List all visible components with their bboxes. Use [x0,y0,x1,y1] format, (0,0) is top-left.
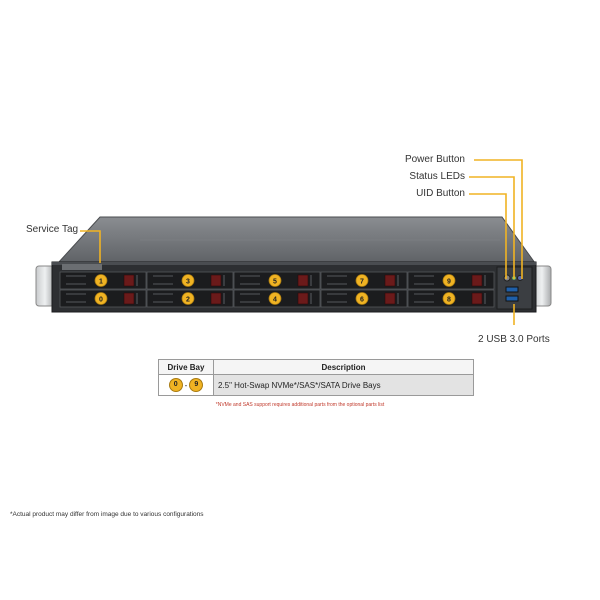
drive-bay[interactable]: 6 [320,289,408,308]
drive-release-latch[interactable] [210,292,222,305]
drive-release-latch[interactable] [471,292,483,305]
drive-bay-number-badge [181,274,195,287]
drive-bay[interactable]: 2 [146,289,234,308]
bay-range-separator: - [184,380,188,390]
drive-bay-table: Drive Bay Description 0-9 2.5" Hot-Swap … [158,359,474,396]
bay-badge-from: 0 [168,378,183,392]
control-panel [496,266,533,310]
table-header-bay: Drive Bay [158,359,214,375]
drive-bay-number-badge [355,274,369,287]
table-row: 0-9 2.5" Hot-Swap NVMe*/SAS*/SATA Drive … [158,374,474,396]
drive-release-latch[interactable] [123,292,135,305]
table-header-description: Description [213,359,474,375]
drive-release-latch[interactable] [297,292,309,305]
usb-port-icon[interactable] [505,295,519,302]
table-header-row: Drive Bay Description [158,359,474,375]
drive-bay[interactable]: 7 [320,271,408,290]
bay-badge-to: 9 [189,378,204,392]
drive-release-latch[interactable] [210,274,222,287]
drive-bays: 1 3 5 7 9 0 2 4 6 8 [59,271,495,308]
rack-ear-left [35,265,55,307]
drive-bay-number: 3 [186,278,190,285]
table-cell-description: 2.5" Hot-Swap NVMe*/SAS*/SATA Drive Bays [213,374,474,396]
drive-bay-number: 2 [186,296,190,303]
drive-bay-number-badge [181,292,195,305]
power-button-icon[interactable] [503,274,511,282]
service-tag-label: Service Tag [26,224,79,235]
drive-bay-number: 5 [273,278,277,285]
drive-release-latch[interactable] [123,274,135,287]
drive-bay-number-badge [355,292,369,305]
usb-ports-label: 2 USB 3.0 Ports [478,334,550,345]
drive-bay[interactable]: 9 [407,271,495,290]
drive-bay[interactable]: 3 [146,271,234,290]
drive-bay[interactable]: 5 [233,271,321,290]
drive-bay-number: 1 [99,278,103,285]
drive-bay-number-badge [442,274,456,287]
drive-bay-number: 8 [447,296,451,303]
uid-button-label: UID Button [416,188,465,199]
usb-port-icon[interactable] [505,286,519,293]
drive-release-latch[interactable] [471,274,483,287]
drive-bay-number: 7 [360,278,364,285]
drive-bay-number: 9 [447,278,451,285]
table-cell-bay: 0-9 [158,374,214,396]
nvme-footnote: *NVMe and SAS support requires additiona… [215,402,385,408]
drive-bay[interactable]: 1 [59,271,147,290]
drive-bay-number: 4 [273,296,277,303]
drive-release-latch[interactable] [384,274,396,287]
drive-release-latch[interactable] [384,292,396,305]
callout-lines [80,159,523,325]
drive-bay-number-badge [268,274,282,287]
drive-bay-number-badge [442,292,456,305]
drive-bay[interactable]: 0 [59,289,147,308]
drive-bay-number: 0 [99,296,103,303]
service-tag [62,264,102,270]
drive-release-latch[interactable] [297,274,309,287]
drive-bay-number: 6 [360,296,364,303]
status-leds-label: Status LEDs [409,171,465,182]
drive-bay-number-badge [268,292,282,305]
drive-bay[interactable]: 8 [407,289,495,308]
drive-bay-number-badge [94,292,108,305]
drive-bay[interactable]: 4 [233,289,321,308]
disclaimer-text: *Actual product may differ from image du… [10,511,204,518]
power-button-label: Power Button [404,154,465,165]
drive-bay-number-badge [94,274,108,287]
